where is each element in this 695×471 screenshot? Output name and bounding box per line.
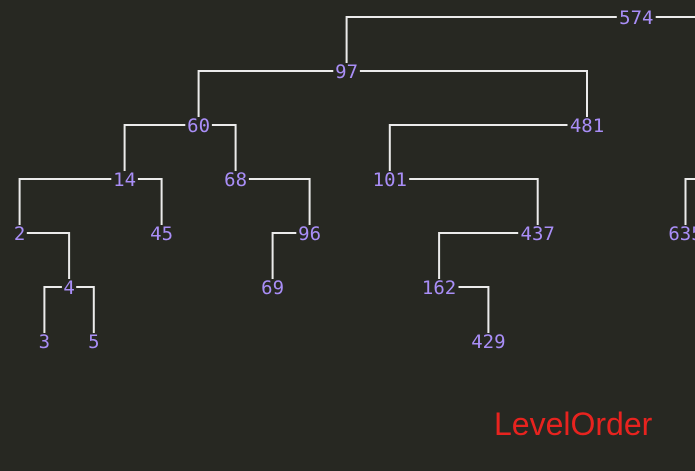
- tree-edge: [438, 232, 519, 279]
- tree-edge: [458, 286, 490, 333]
- tree-node-481: 481: [570, 115, 604, 137]
- tree-edge: [359, 70, 588, 117]
- tree-edge: [409, 178, 539, 225]
- tree-edge: [345, 16, 617, 63]
- tree-edge: [26, 232, 71, 279]
- tree-node-69: 69: [261, 277, 284, 299]
- tree-edge: [388, 124, 568, 171]
- tree-edge: [655, 16, 695, 18]
- tree-node-14: 14: [113, 169, 136, 191]
- tree-node-429: 429: [471, 331, 505, 353]
- tree-edges: [18, 16, 695, 333]
- tree-node-45: 45: [150, 223, 173, 245]
- tree-edge: [137, 178, 163, 225]
- tree-edge: [123, 124, 186, 171]
- tree-edge: [76, 286, 95, 333]
- tree-edge: [197, 70, 334, 117]
- traversal-caption: LevelOrder: [494, 406, 653, 442]
- tree-node-68: 68: [224, 169, 247, 191]
- tree-node-101: 101: [373, 169, 407, 191]
- tree-node-635: 635: [668, 223, 695, 245]
- tree-node-96: 96: [298, 223, 321, 245]
- tree-edge: [211, 124, 237, 171]
- tree-node-5: 5: [88, 331, 99, 353]
- tree-node-162: 162: [422, 277, 456, 299]
- tree-edge: [18, 178, 112, 225]
- tree-node-97: 97: [335, 61, 358, 83]
- tree-node-60: 60: [187, 115, 210, 137]
- tree-edge: [271, 232, 297, 279]
- tree-edge: [43, 286, 62, 333]
- tree-node-4: 4: [63, 277, 74, 299]
- tree-node-3: 3: [39, 331, 50, 353]
- tree-node-574: 574: [619, 7, 653, 29]
- tree-node-437: 437: [521, 223, 555, 245]
- tree-edge: [248, 178, 311, 225]
- tree-nodes: 3542451469966860429162437101481976358632…: [14, 7, 695, 353]
- tree-edge: [684, 178, 695, 225]
- tree-node-2: 2: [14, 223, 25, 245]
